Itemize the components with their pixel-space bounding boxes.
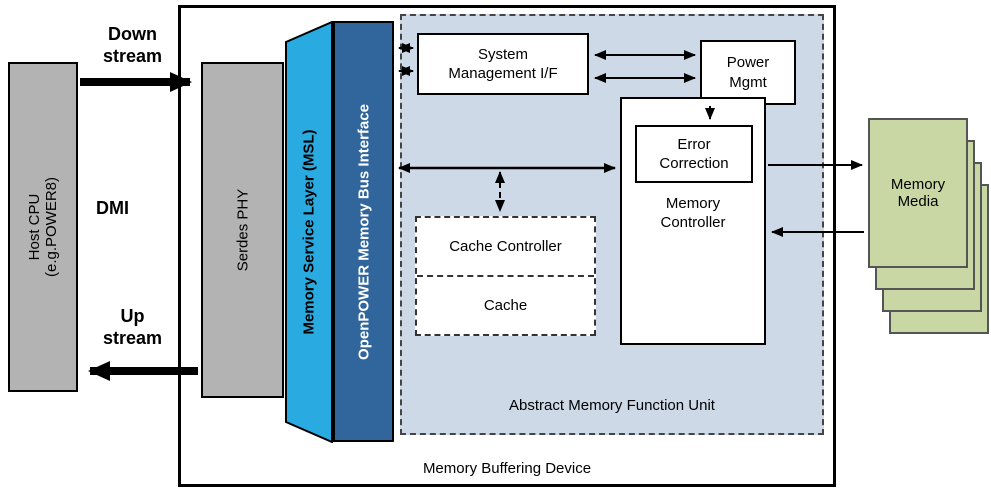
power-mgmt-box: Power Mgmt [700,40,796,105]
memory-media-front: Memory Media [868,118,968,268]
error-correction-box: Error Correction [635,125,753,183]
host-cpu-label: Host CPU (e.g.POWER8) [26,176,60,278]
cache-box: Cache [417,277,594,334]
memory-service-layer-block: Memory Service Layer (MSL) [285,21,333,443]
openpower-bus-block: OpenPOWER Memory Bus Interface [333,21,394,442]
power-mgmt-label: Power Mgmt [726,54,770,91]
memory-controller-box: Error Correction Memory Controller [620,97,766,345]
cache-group: Cache Controller Cache [415,216,596,336]
msl-label: Memory Service Layer (MSL) [300,129,318,335]
system-management-box: System Management I/F [417,33,589,95]
error-correction-label: Error Correction [659,135,729,172]
upstream-label: Up stream [102,306,163,348]
cache-controller-label: Cache Controller [449,238,562,255]
system-management-label: System Management I/F [448,45,558,82]
msl-shape [285,21,333,443]
openpower-bus-label: OpenPOWER Memory Bus Interface [355,103,372,360]
amf-unit-label: Abstract Memory Function Unit [509,397,715,414]
dmi-label: DMI [96,198,129,218]
cache-controller-box: Cache Controller [417,218,594,277]
host-cpu-block: Host CPU (e.g.POWER8) [8,62,78,392]
memory-media-label: Memory Media [890,176,946,210]
device-label: Memory Buffering Device [422,460,592,477]
cache-label: Cache [483,297,528,314]
memory-controller-label: Memory Controller [660,195,726,232]
serdes-phy-label: Serdes PHY [234,188,251,272]
serdes-phy-block: Serdes PHY [201,62,284,398]
downstream-label: Down stream [102,24,163,66]
